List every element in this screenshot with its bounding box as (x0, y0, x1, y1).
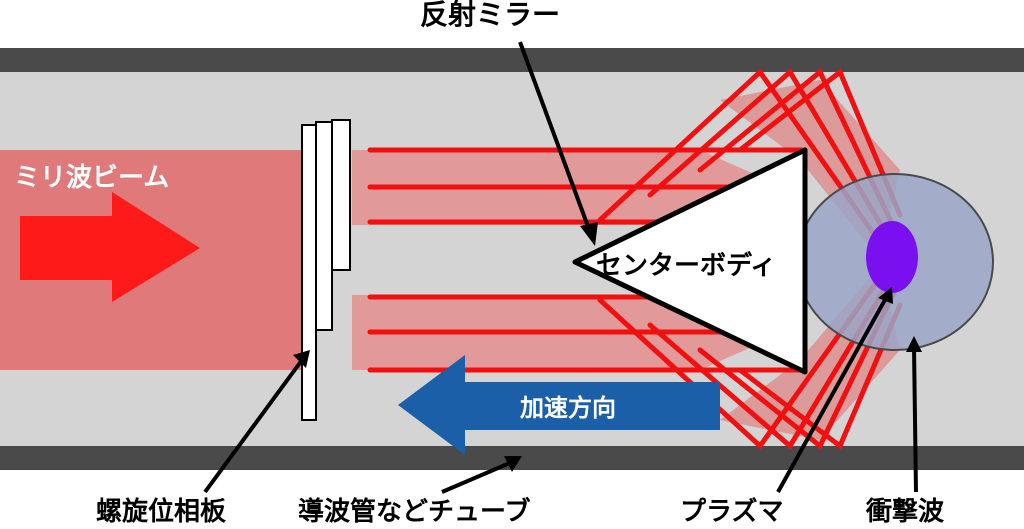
label-mirror: 反射ミラー (420, 0, 560, 31)
plasma (866, 221, 918, 293)
pointer-arrowheads (293, 222, 922, 472)
label-beam: ミリ波ビーム (14, 163, 169, 193)
beam-direction-arrow-icon (20, 192, 200, 302)
pointer-arrows (203, 41, 918, 494)
center-body (572, 147, 808, 375)
label-phase-plate: 螺旋位相板 (96, 496, 226, 527)
label-center-body: センターボディ (596, 250, 776, 281)
label-shock: 衝撃波 (865, 497, 945, 527)
label-tube: 導波管などチューブ (298, 496, 530, 527)
spiral-phase-plate (301, 119, 351, 421)
label-accel: 加速方向 (520, 394, 616, 422)
acceleration-arrow-icon (398, 355, 720, 455)
label-plasma: プラズマ (680, 496, 783, 527)
tube-wall-top (0, 48, 1024, 72)
